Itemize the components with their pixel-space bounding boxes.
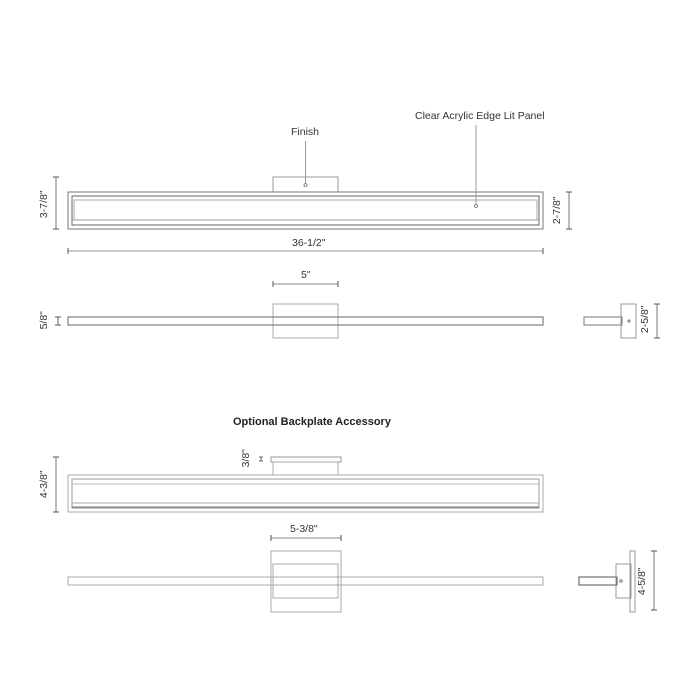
canopy-profile (272, 303, 339, 339)
side-arm (583, 316, 623, 326)
front-height-label: 3-7/8" (37, 190, 50, 219)
overall-width-label: 36-1/2" (292, 237, 326, 249)
side-view (583, 303, 660, 339)
panel-callout-label: Clear Acrylic Edge Lit Panel (415, 110, 545, 122)
backplate-outline (270, 550, 342, 613)
backplate-side-plate (629, 550, 636, 613)
backplate-fixture-outer (67, 474, 544, 513)
backplate-fixture-inner (71, 478, 540, 509)
backplate-profile-view (67, 535, 544, 613)
backplate-canopy (272, 461, 339, 476)
side-height-label: 2-5/8" (638, 305, 651, 334)
profile-view (55, 281, 544, 339)
profile-depth-label: 5/8" (37, 311, 50, 330)
backplate-section-title: Optional Backplate Accessory (233, 416, 391, 428)
backplate-canopy-profile (272, 563, 339, 599)
backplate-side-canopy (615, 563, 632, 599)
front-view (53, 125, 572, 254)
panel-callout-dot (474, 204, 478, 208)
finish-callout-label: Finish (291, 126, 320, 138)
backplate-width-label: 5-3/8" (290, 523, 318, 535)
fixture-inner-frame (71, 195, 540, 226)
backplate-side-view (578, 550, 657, 613)
backplate-thickness-label: 3/8" (239, 449, 252, 468)
canopy-width-label: 5" (301, 269, 311, 281)
backplate-edge (270, 456, 342, 463)
backplate-front-height-label: 4-3/8" (37, 470, 50, 499)
fixture-profile (67, 316, 544, 326)
fixture-outer-frame (67, 191, 544, 230)
side-canopy (620, 303, 637, 339)
panel-height-label: 2-7/8" (550, 196, 563, 225)
backplate-front-view (53, 456, 544, 513)
backplate-fixture-profile (67, 576, 544, 586)
finish-callout-dot (303, 183, 308, 187)
backplate-side-arm (578, 576, 618, 586)
acrylic-panel (73, 199, 538, 221)
backplate-side-height-label: 4-5/8" (635, 567, 648, 596)
